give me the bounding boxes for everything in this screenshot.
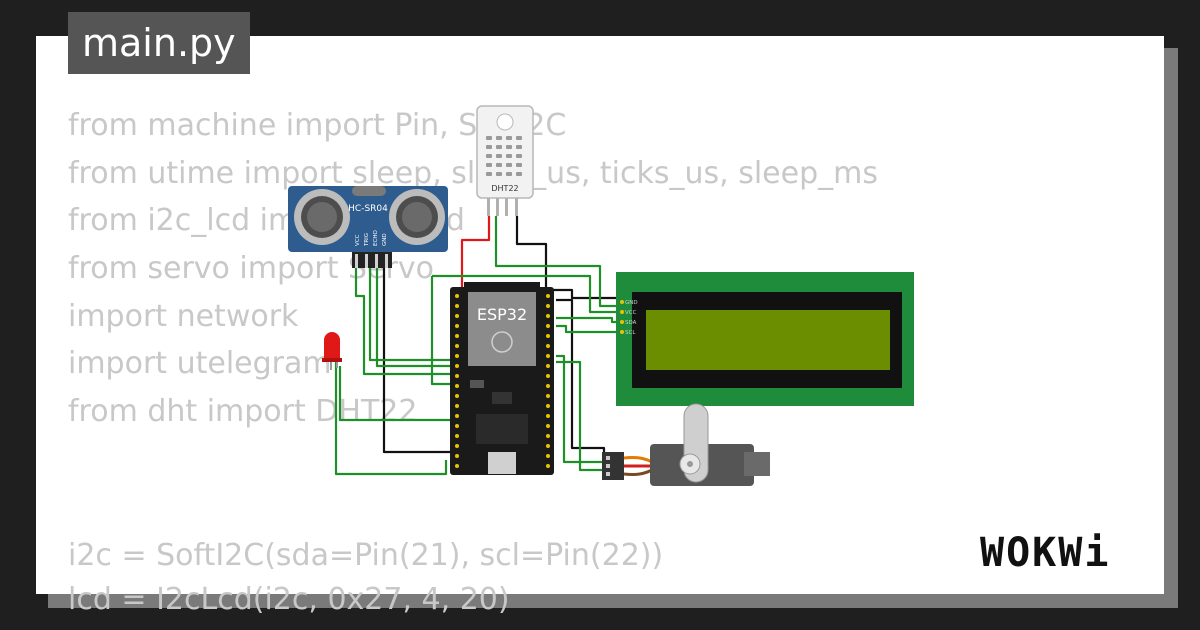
ultrasonic-sensor[interactable]: HC-SR04 VCC TRIG ECHO GND [288,186,448,268]
esp32-pin-header-left [455,294,459,468]
wire-green-f [354,268,452,376]
dht22-sensor[interactable]: DHT22 [476,105,534,216]
esp32-label: ESP32 [477,305,527,324]
red-led[interactable] [322,332,342,370]
dht22-label: DHT22 [491,184,518,193]
ultrasonic-pin-trig: TRIG [364,233,370,247]
ultrasonic-pin-echo: ECHO [373,230,379,246]
wire-green-a [494,216,620,308]
wire-green-led [334,360,448,476]
espressif-logo-icon [491,331,513,353]
file-tab-label: main.py [82,21,236,65]
esp32-board[interactable]: ESP32 [450,282,554,475]
esp32-pin-header-right [546,294,550,468]
wokwi-logo-text: WOKWi [980,530,1110,576]
code-background-bottom: i2c = SoftI2C(sda=Pin(21), scl=Pin(22)) l… [68,534,663,622]
dht-vent-grid [486,136,522,176]
wire-green-led2 [338,366,452,422]
code-line-7: from dht import DHT22 [68,394,418,430]
code-line-bottom-1: i2c = SoftI2C(sda=Pin(21), scl=Pin(22)) [68,538,664,573]
lcd-pin-gnd: GND [625,300,638,306]
wire-red-dht [452,216,491,292]
wire-green-h [375,268,452,368]
wire-green-d [556,324,620,334]
ultrasonic-label: HC-SR04 [348,204,388,214]
lcd-display[interactable]: GND VCC SDA SCL [616,272,914,406]
code-line-6: import utelegram [68,346,332,382]
wire-green-e [430,276,452,386]
code-line-2: from utime import sleep, sleep_us, ticks… [68,155,878,191]
usb-port [488,452,516,474]
lcd-pin-sda: SDA [625,320,637,326]
wire-green-g [368,268,452,362]
wire-green-servo [556,354,604,464]
code-line-bottom-2: lcd = I2cLcd(i2c, 0x27, 4, 20) [68,582,510,617]
lcd-pin-vcc: VCC [625,310,637,316]
lcd-pin-scl: SCL [625,330,636,336]
wire-black-hcsr-gnd [382,268,452,454]
wires [334,216,620,476]
wire-green-servo2 [556,360,604,472]
servo-motor[interactable] [602,403,770,486]
ultrasonic-pin-gnd: GND [382,233,388,246]
file-tab[interactable]: main.py [68,12,250,74]
code-line-5: import network [68,298,299,334]
wire-black-servo-gnd [556,298,606,456]
wire-green-c [556,316,620,324]
wire-green-b [432,274,620,314]
ultrasonic-pin-vcc: VCC [355,234,361,246]
wokwi-logo: WOKWi [980,530,1110,576]
